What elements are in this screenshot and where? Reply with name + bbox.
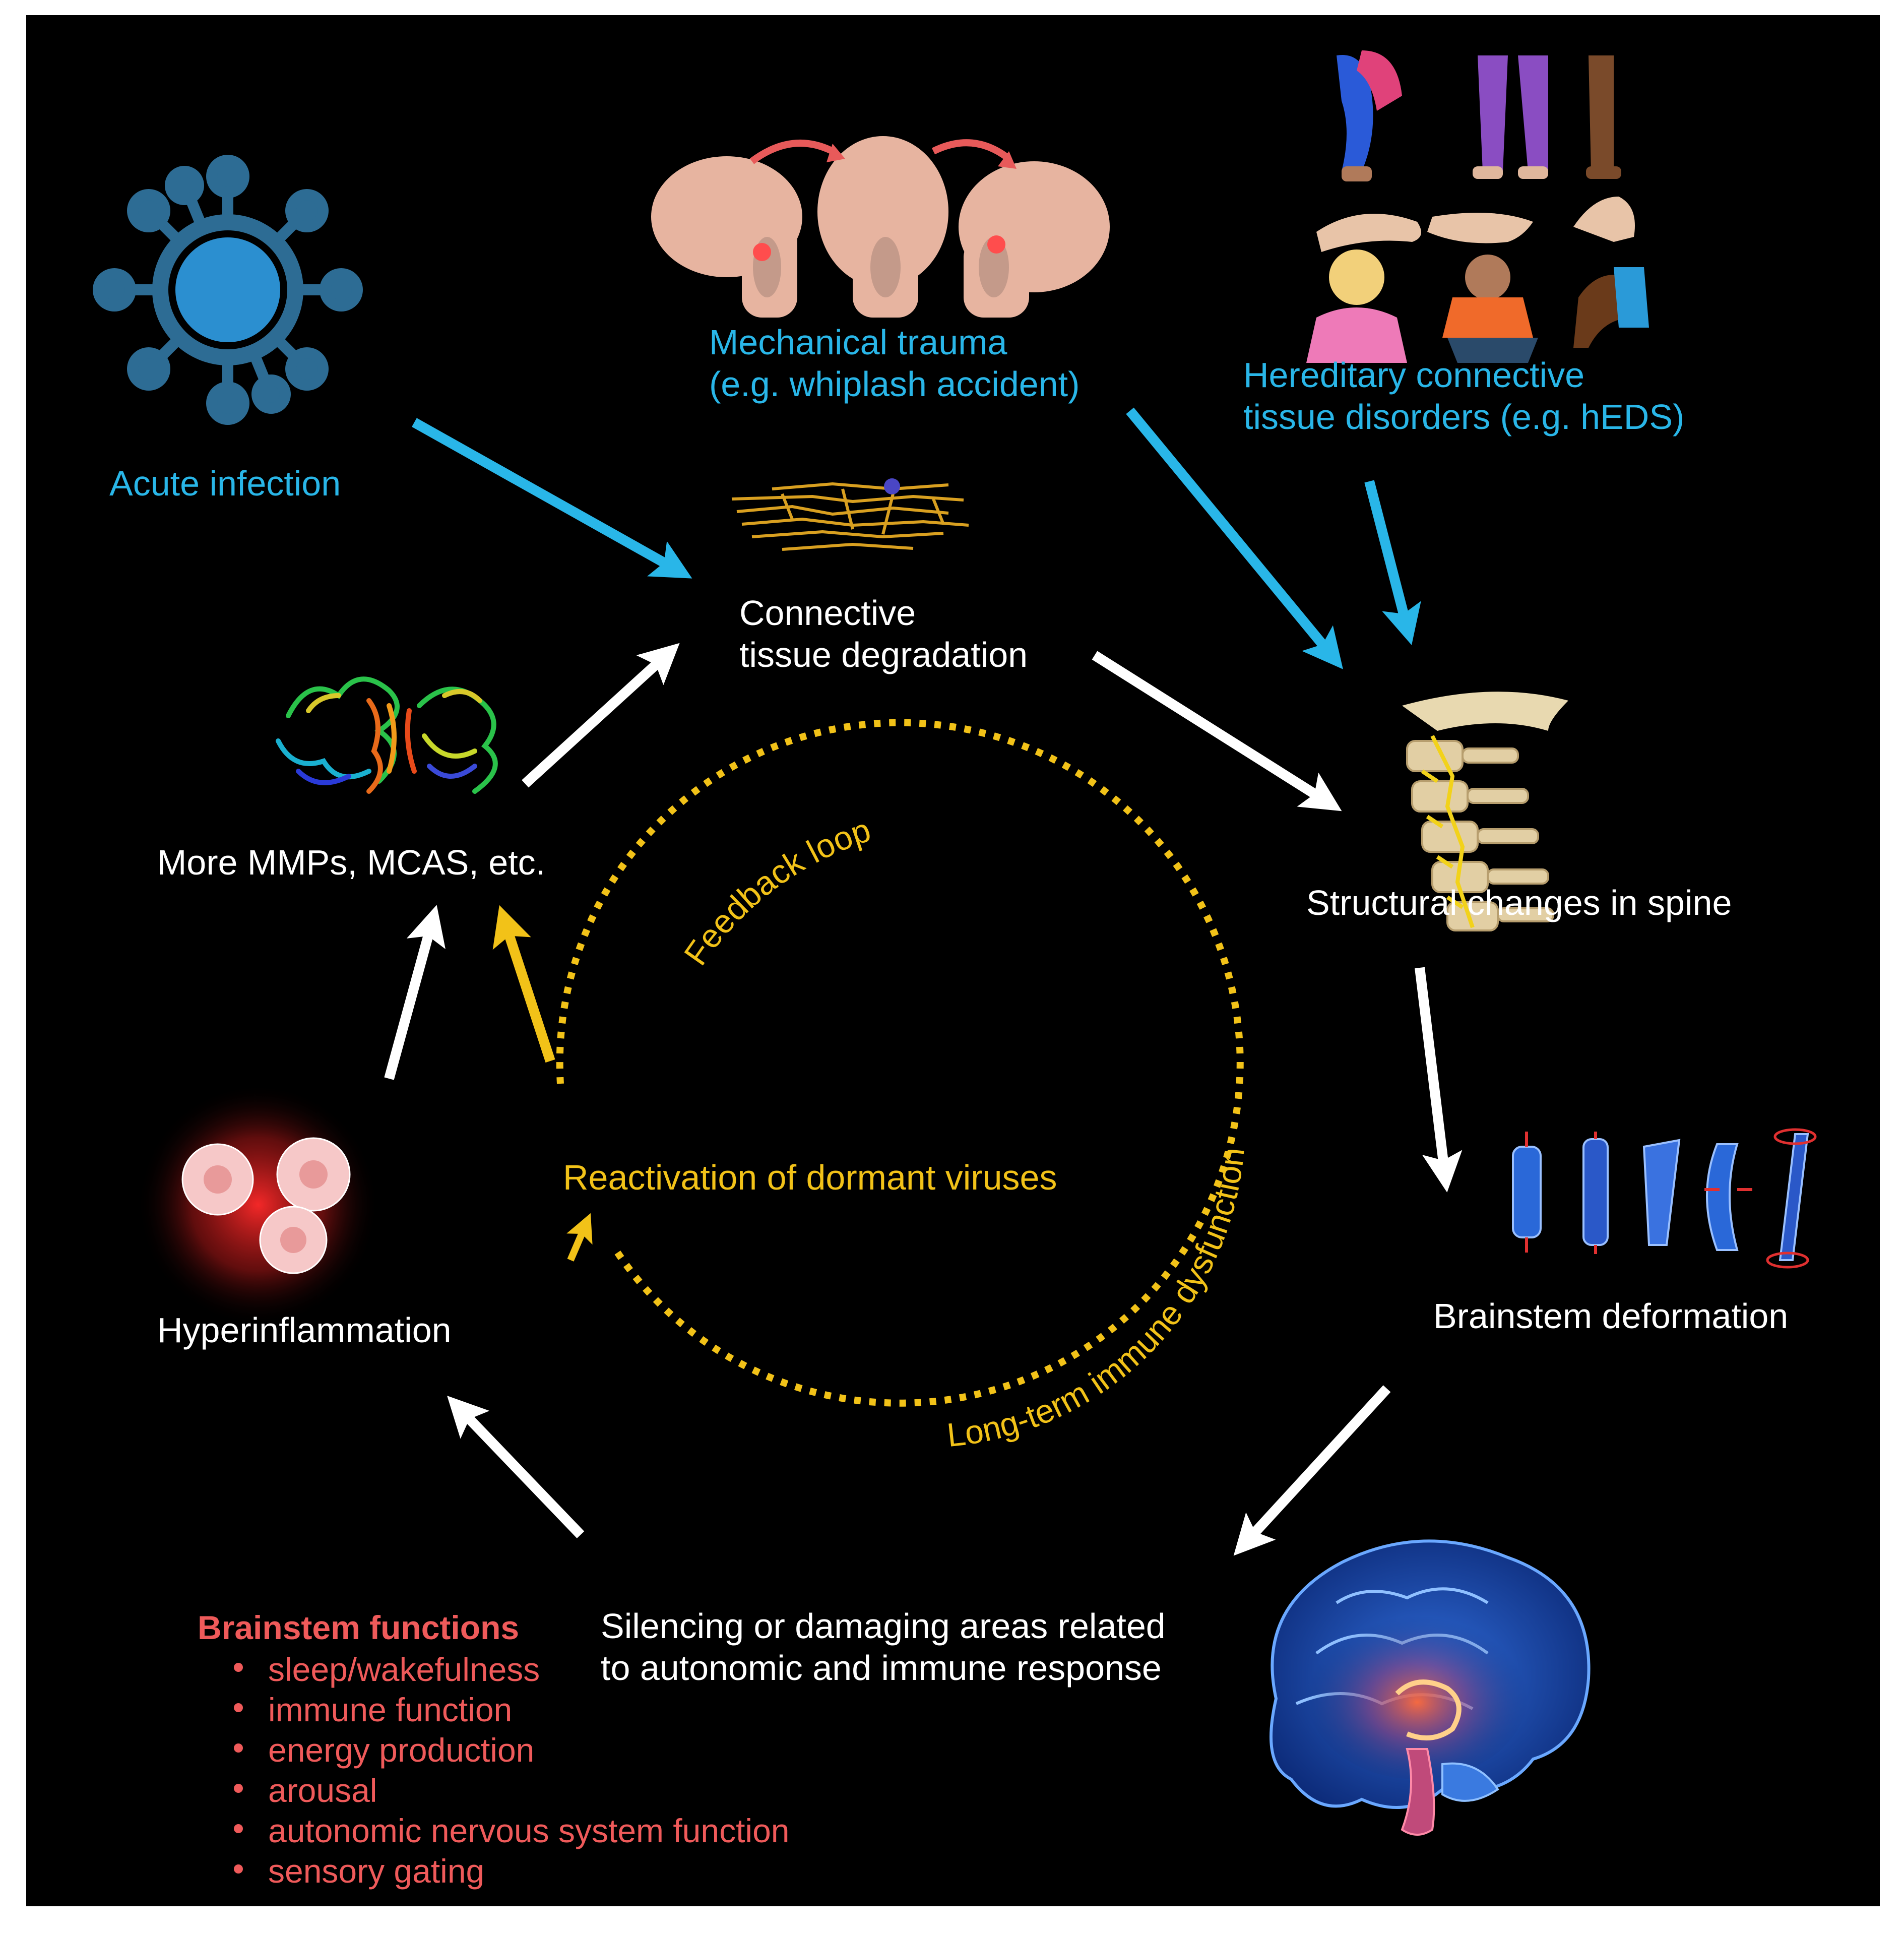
connective-tissue-line-2: tissue degradation bbox=[739, 635, 1028, 674]
function-text: immune function bbox=[268, 1691, 513, 1729]
acute-infection-label: Acute infection bbox=[109, 464, 341, 503]
bullet-icon bbox=[234, 1743, 243, 1753]
brainstem-functions-list: Brainstem functions sleep/wakefulness im… bbox=[198, 1608, 790, 1892]
hereditary-disorders-label: Hereditary connective tissue disorders (… bbox=[1243, 354, 1684, 438]
hereditary-to-spine-arrow bbox=[1364, 480, 1421, 645]
infection-to-tissue-arrow bbox=[412, 418, 692, 579]
feedback-loop bbox=[492, 719, 1244, 1407]
virus-icon bbox=[93, 155, 363, 425]
list-item: autonomic nervous system function bbox=[198, 1811, 790, 1851]
mechanical-trauma-line-1: Mechanical trauma bbox=[709, 323, 1007, 362]
reactivation-to-mmps-arrow bbox=[492, 905, 555, 1063]
mechanical-trauma-label: Mechanical trauma (e.g. whiplash acciden… bbox=[709, 322, 1080, 405]
brainstem-deformation-label: Brainstem deformation bbox=[1433, 1296, 1789, 1336]
list-item: arousal bbox=[198, 1771, 790, 1811]
trauma-to-spine-arrow bbox=[1126, 407, 1343, 669]
silencing-line-1: Silencing or damaging areas related bbox=[601, 1606, 1166, 1646]
brainstem-to-silencing-arrow bbox=[1233, 1385, 1391, 1556]
list-item: energy production bbox=[198, 1730, 790, 1771]
hereditary-line-2: tissue disorders (e.g. hEDS) bbox=[1243, 397, 1685, 436]
list-item: sleep/wakefulness bbox=[198, 1650, 790, 1690]
mmps-to-tissue-arrow bbox=[522, 643, 680, 788]
diagram-artwork: Feedback loop Long-term immune dysfuncti… bbox=[93, 50, 1817, 1836]
reactivation-label: Reactivation of dormant viruses bbox=[563, 1158, 1057, 1197]
cycle-arrows bbox=[384, 643, 1463, 1556]
spine-changes-label: Structural changes in spine bbox=[1306, 883, 1732, 922]
list-item: sensory gating bbox=[198, 1851, 790, 1892]
silencing-line-2: to autonomic and immune response bbox=[601, 1648, 1162, 1688]
spine-to-brainstem-arrow bbox=[1415, 967, 1463, 1193]
function-text: autonomic nervous system function bbox=[268, 1812, 790, 1850]
collagen-molecule-icon bbox=[884, 478, 900, 494]
function-text: energy production bbox=[268, 1731, 535, 1769]
mechanical-trauma-line-2: (e.g. whiplash accident) bbox=[709, 364, 1080, 404]
whiplash-heads-icon bbox=[651, 136, 1110, 318]
loop-arrowhead bbox=[566, 1213, 593, 1262]
brain-icon bbox=[1270, 1539, 1591, 1836]
hyperinflammation-to-mmps-arrow bbox=[384, 905, 446, 1080]
diagram-panel: Feedback loop Long-term immune dysfuncti… bbox=[26, 15, 1880, 1906]
bullet-icon bbox=[234, 1784, 243, 1793]
bullet-icon bbox=[234, 1663, 243, 1672]
connective-tissue-label: Connective tissue degradation bbox=[739, 592, 1028, 675]
mmps-label: More MMPs, MCAS, etc. bbox=[157, 843, 546, 882]
hyperinflammation-label: Hyperinflammation bbox=[157, 1311, 452, 1350]
list-item: immune function bbox=[198, 1690, 790, 1730]
hypermobility-poses-icon bbox=[1306, 50, 1649, 363]
brainstem-functions-title: Brainstem functions bbox=[198, 1609, 520, 1646]
function-text: sensory gating bbox=[268, 1852, 485, 1890]
cervical-spine-icon bbox=[1402, 692, 1568, 931]
function-text: arousal bbox=[268, 1772, 377, 1810]
silencing-to-hyperinflammation-arrow bbox=[447, 1396, 585, 1538]
bullet-icon bbox=[234, 1864, 243, 1874]
function-text: sleep/wakefulness bbox=[268, 1651, 540, 1689]
bullet-icon bbox=[234, 1703, 243, 1713]
feedback-loop-label: Feedback loop bbox=[677, 811, 875, 972]
brainstem-deformation-icon bbox=[1512, 1128, 1817, 1269]
bullet-icon bbox=[234, 1824, 243, 1834]
inflamed-cells-icon bbox=[137, 1084, 379, 1326]
collagen-fibers-icon bbox=[731, 482, 969, 551]
hereditary-line-1: Hereditary connective bbox=[1243, 355, 1584, 395]
connective-tissue-line-1: Connective bbox=[739, 593, 916, 633]
mmp-protein-icon bbox=[276, 676, 498, 794]
feedback-loop-dotted-circle bbox=[556, 719, 1244, 1407]
tissue-to-spine-arrow bbox=[1092, 651, 1342, 812]
silencing-label: Silencing or damaging areas related to a… bbox=[601, 1605, 1166, 1689]
cause-arrows bbox=[412, 407, 1421, 669]
